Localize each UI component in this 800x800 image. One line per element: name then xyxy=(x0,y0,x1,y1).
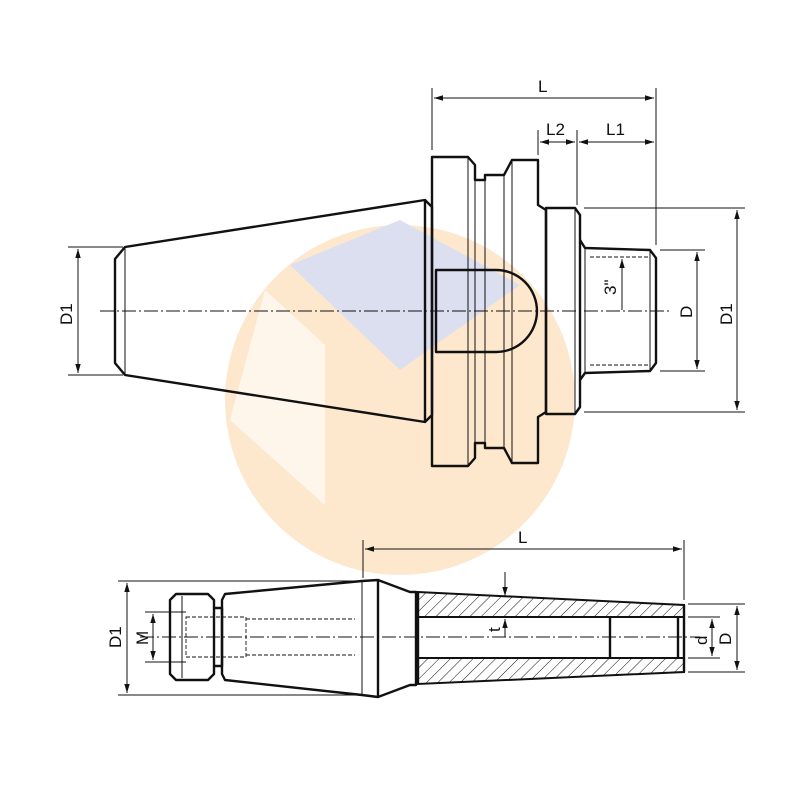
dim-L2: L2 xyxy=(546,120,565,139)
dim-L1: L1 xyxy=(606,120,625,139)
dim-D-bottom: D xyxy=(716,633,735,645)
watermark-logo xyxy=(225,220,575,575)
dim-thread: 3" xyxy=(601,280,620,296)
bottom-view-holder: L D1 M t d D xyxy=(106,528,745,699)
dim-D1-bottom: D1 xyxy=(106,626,125,648)
top-view-holder: L L2 L1 D1 3" D D1 xyxy=(57,77,745,468)
dim-L-bottom: L xyxy=(518,528,527,547)
dim-D1-left: D1 xyxy=(57,303,76,325)
dim-M: M xyxy=(133,631,152,645)
dim-D1-right: D1 xyxy=(717,303,736,325)
dim-D: D xyxy=(677,306,696,318)
dim-L-top: L xyxy=(538,77,547,96)
dim-t: t xyxy=(485,627,504,632)
dim-d: d xyxy=(692,636,711,645)
